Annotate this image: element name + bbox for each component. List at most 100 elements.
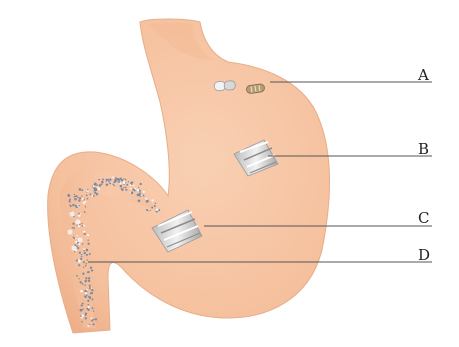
particle	[138, 200, 141, 203]
particle	[84, 280, 86, 282]
particle	[78, 264, 80, 266]
particle	[88, 325, 90, 327]
particle	[78, 260, 80, 262]
particle	[83, 267, 84, 268]
particle	[83, 202, 85, 204]
particle	[143, 191, 145, 193]
particle	[89, 297, 91, 299]
particle	[86, 194, 88, 196]
particle	[125, 187, 127, 189]
particle	[69, 200, 71, 202]
particle	[78, 213, 80, 215]
particle	[89, 285, 91, 287]
particle	[88, 306, 90, 308]
particle	[98, 188, 100, 190]
particle	[75, 205, 77, 207]
particle	[90, 267, 92, 269]
particle	[91, 289, 93, 291]
particle	[82, 243, 84, 245]
particle	[91, 287, 92, 288]
particle	[78, 225, 80, 227]
particle	[74, 194, 75, 195]
particle	[84, 295, 86, 297]
particle	[106, 184, 109, 187]
particle	[125, 189, 127, 191]
particle	[126, 184, 128, 186]
particle	[86, 254, 88, 256]
particle	[158, 209, 160, 211]
particle	[80, 290, 82, 292]
particle	[155, 203, 157, 205]
particle	[123, 178, 124, 179]
callout-label-a: A	[417, 66, 429, 84]
particle	[89, 253, 90, 254]
particle	[102, 179, 104, 181]
particle	[108, 181, 110, 183]
particle	[97, 187, 99, 189]
particle	[91, 270, 93, 272]
particle-clump	[69, 211, 74, 216]
particle	[82, 283, 84, 285]
particle	[96, 193, 98, 195]
particle	[140, 192, 141, 193]
particle	[99, 184, 101, 186]
particle	[98, 179, 100, 181]
particle	[91, 292, 93, 294]
particle	[72, 223, 74, 225]
particle	[72, 204, 74, 206]
particle	[79, 252, 81, 254]
particle	[120, 185, 123, 188]
particle	[93, 311, 94, 312]
particle	[74, 196, 76, 198]
particle	[150, 210, 151, 211]
particle	[79, 188, 82, 191]
particle	[79, 197, 81, 199]
callout-label-b: B	[418, 140, 429, 158]
particle	[88, 279, 91, 282]
particle	[78, 205, 80, 207]
particle	[85, 277, 87, 279]
particle	[82, 309, 83, 310]
particle	[72, 227, 73, 228]
particle	[137, 189, 139, 191]
particle	[128, 181, 129, 182]
particle	[85, 291, 86, 292]
particle	[121, 179, 123, 181]
particle	[81, 314, 83, 316]
particle	[109, 182, 111, 184]
particle	[84, 252, 86, 254]
particle	[143, 195, 145, 197]
particle	[109, 178, 111, 180]
particle	[81, 252, 82, 253]
particle	[68, 195, 70, 197]
particle	[114, 185, 115, 186]
particle	[82, 225, 84, 227]
particle	[154, 205, 156, 207]
particle	[114, 179, 117, 182]
particle	[75, 241, 77, 243]
particle	[95, 318, 97, 320]
particle	[83, 250, 85, 252]
particle	[76, 225, 77, 226]
particle	[133, 185, 134, 186]
particle	[96, 189, 98, 191]
particle	[84, 211, 86, 213]
particle	[123, 187, 124, 188]
particle	[82, 303, 84, 305]
particle	[123, 182, 126, 185]
particle	[131, 181, 133, 183]
particle	[120, 177, 122, 179]
particle	[82, 273, 84, 275]
particle	[77, 247, 79, 249]
particle	[82, 198, 84, 200]
particle	[83, 231, 85, 233]
particle	[93, 318, 95, 320]
particle	[146, 200, 149, 203]
particle	[81, 256, 83, 258]
particle	[80, 281, 82, 283]
particle	[120, 183, 122, 185]
particle	[118, 181, 120, 183]
particle	[87, 300, 89, 302]
particle	[84, 201, 86, 203]
